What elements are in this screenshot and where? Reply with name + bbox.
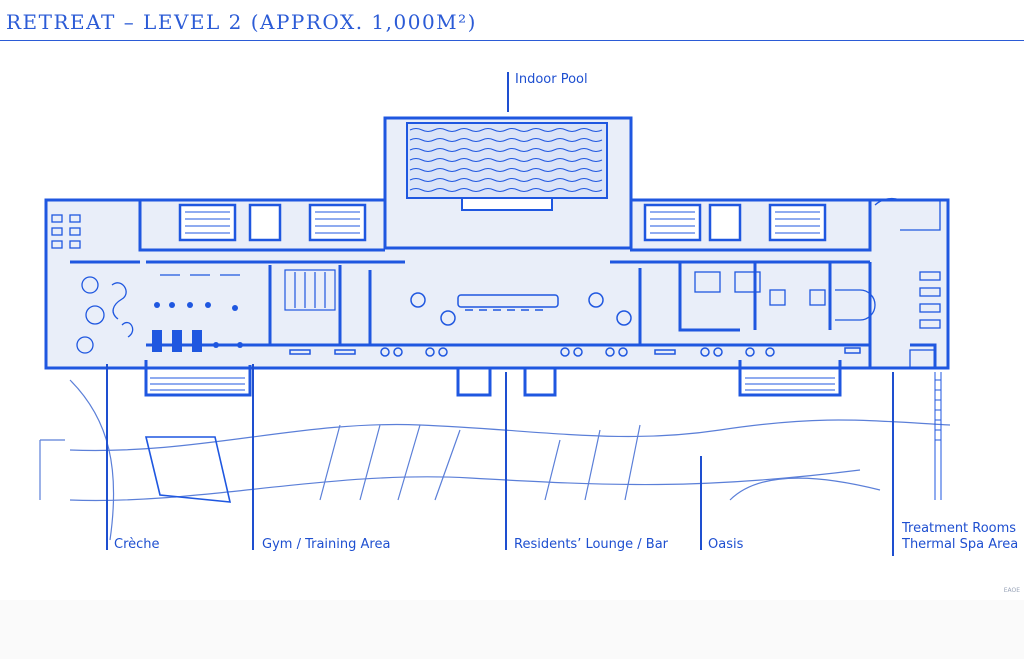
- pool-steps: [461, 197, 553, 211]
- label-creche: Crèche: [114, 537, 160, 552]
- landscape-lines: [39, 379, 951, 541]
- pool-water: [409, 128, 603, 192]
- oasis-leader: [700, 456, 702, 550]
- footer-band: [0, 600, 1024, 659]
- label-treatment-rooms: Treatment Rooms: [902, 521, 1017, 536]
- indoor-pool-leader: [507, 72, 509, 112]
- lounge-leader: [505, 372, 507, 550]
- image-credit: EAOE: [1003, 587, 1020, 594]
- label-indoor-pool: Indoor Pool: [515, 72, 588, 87]
- stair-treads: [150, 211, 942, 500]
- spa-fittings: [694, 197, 941, 369]
- circulation-cores: [178, 203, 827, 242]
- label-thermal-spa: Thermal Spa Area: [902, 537, 1019, 552]
- label-gym: Gym / Training Area: [262, 537, 391, 552]
- plaza-shape: [144, 436, 232, 503]
- label-lounge: Residents’ Lounge / Bar: [514, 537, 669, 552]
- page-header: RETREAT – LEVEL 2 (APPROX. 1,000M²): [0, 0, 1024, 42]
- gym-racks: [160, 269, 336, 311]
- gym-leader: [252, 364, 254, 550]
- lounge-furniture: [289, 292, 861, 357]
- interior-walls: [70, 200, 937, 397]
- floor-plan-drawing: [39, 116, 951, 541]
- treatment-leader: [892, 372, 894, 556]
- gym-equipment: [152, 302, 243, 352]
- label-oasis: Oasis: [708, 537, 744, 552]
- floor-plan: Indoor Pool Crèche Gym / Training Area R…: [0, 42, 1024, 600]
- creche-leader: [106, 364, 108, 550]
- page-title: RETREAT – LEVEL 2 (APPROX. 1,000M²): [6, 10, 477, 34]
- creche-play-area: [51, 214, 134, 354]
- title-divider: [0, 40, 1024, 41]
